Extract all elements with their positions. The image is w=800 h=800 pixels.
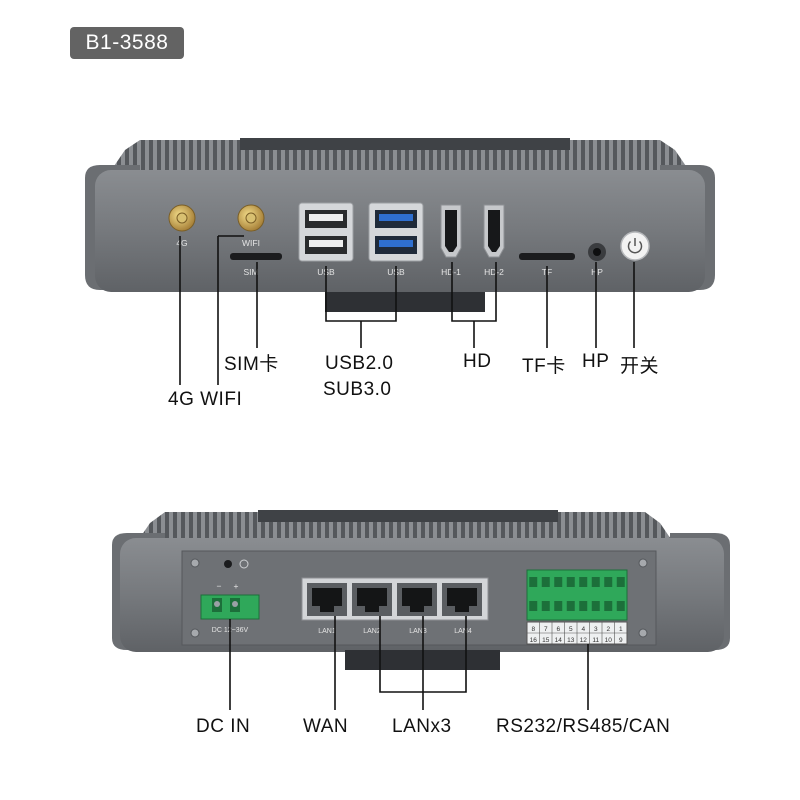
usb3-port-stack <box>368 202 424 262</box>
bottom-callout-lines <box>229 616 589 710</box>
terminal-number: 7 <box>544 626 548 633</box>
terminal-number: 10 <box>605 637 613 644</box>
terminal-number: 15 <box>542 637 550 644</box>
terminal-number: 4 <box>581 626 585 633</box>
terminal-number-table: 8 16 7 15 6 14 5 13 4 12 3 11 2 10 1 9 <box>526 621 628 645</box>
callout-usb-line1: USB2.0 <box>325 353 394 374</box>
terminal-pin <box>604 577 613 587</box>
printed-lan2: LAN2 <box>363 628 381 635</box>
reset-hole <box>224 560 232 568</box>
terminal-pin <box>541 601 550 611</box>
heatsink-slot <box>240 138 570 150</box>
terminal-pin <box>541 577 550 587</box>
terminal-pin <box>529 601 538 611</box>
printed-plus: + <box>234 581 239 591</box>
terminal-number: 11 <box>592 637 599 644</box>
printed-minus: − <box>217 581 222 591</box>
callout-power: 开关 <box>620 356 660 377</box>
serial-terminal-block <box>526 569 628 621</box>
terminal-pin <box>591 601 600 611</box>
bottom-device: − + DC 12~36V LAN1 LAN2 LAN3 <box>112 510 730 670</box>
usb2-port-stack <box>298 202 354 262</box>
terminal-number: 9 <box>619 637 623 644</box>
callout-tf: TF卡 <box>522 356 566 377</box>
printed-sim: SIM <box>243 267 258 277</box>
screw-icon <box>638 558 648 568</box>
callout-hd: HD <box>463 351 492 372</box>
lan-port-1 <box>307 583 347 616</box>
terminal-number: 6 <box>556 626 560 633</box>
printed-lan4: LAN4 <box>454 628 472 635</box>
lan-port-4 <box>442 583 482 616</box>
power-button <box>620 231 650 261</box>
terminal-number: 1 <box>619 626 623 633</box>
printed-4g: 4G <box>176 238 187 248</box>
terminal-number: 13 <box>567 637 575 644</box>
terminal-number: 12 <box>580 637 588 644</box>
tf-slot <box>519 253 575 260</box>
printed-wifi: WIFI <box>242 238 260 248</box>
printed-lan1: LAN1 <box>318 628 336 635</box>
terminal-number: 14 <box>555 637 563 644</box>
callout-sim: SIM卡 <box>224 354 279 375</box>
hdmi-port-2 <box>483 204 505 258</box>
callout-serial: RS232/RS485/CAN <box>496 716 671 737</box>
sim-slot <box>230 253 282 260</box>
terminal-number: 3 <box>594 626 598 633</box>
terminal-pin <box>616 577 625 587</box>
dc-power-terminal <box>200 594 260 620</box>
lan-port-3 <box>397 583 437 616</box>
terminal-pin <box>566 577 575 587</box>
printed-hd-1: HD-1 <box>441 267 461 277</box>
terminal-pin <box>554 577 563 587</box>
terminal-number: 16 <box>530 637 538 644</box>
lan-port-2 <box>352 583 392 616</box>
terminal-pin <box>554 601 563 611</box>
callout-wan: WAN <box>303 716 349 737</box>
lan-port-block <box>301 577 489 621</box>
terminal-pin <box>616 601 625 611</box>
terminal-number: 8 <box>531 626 535 633</box>
printed-lan3: LAN3 <box>409 628 427 635</box>
terminal-pin <box>604 601 613 611</box>
terminal-pin <box>579 601 588 611</box>
terminal-pin <box>591 577 600 587</box>
printed-hp: HP <box>591 267 603 277</box>
printed-hd-2: HD-2 <box>484 267 504 277</box>
terminal-pin <box>579 577 588 587</box>
callout-hp: HP <box>582 351 610 372</box>
screw-icon <box>190 628 200 638</box>
device-foot <box>325 292 485 312</box>
callout-usb-line2: SUB3.0 <box>323 379 392 400</box>
callout-lanx3: LANx3 <box>392 716 452 737</box>
callout-4g-wifi: 4G WIFI <box>168 389 243 410</box>
model-badge: B1-3588 <box>70 27 184 59</box>
terminal-pin <box>529 577 538 587</box>
terminal-number: 5 <box>569 626 573 633</box>
top-device: 4G WIFI SIM USB USB HD-1 HD-2 TF HP <box>85 138 715 312</box>
terminal-number: 2 <box>606 626 610 633</box>
headphone-jack <box>588 243 606 261</box>
hdmi-port-1 <box>440 204 462 258</box>
terminal-pin <box>566 601 575 611</box>
antenna-4g-connector <box>168 204 196 232</box>
antenna-wifi-connector <box>237 204 265 232</box>
callout-dc-in: DC IN <box>196 716 251 737</box>
top-callout-lines <box>179 235 635 385</box>
screw-icon <box>638 628 648 638</box>
heatsink-slot-rear <box>258 510 558 522</box>
screw-icon <box>190 558 200 568</box>
ground-icon <box>239 559 249 569</box>
